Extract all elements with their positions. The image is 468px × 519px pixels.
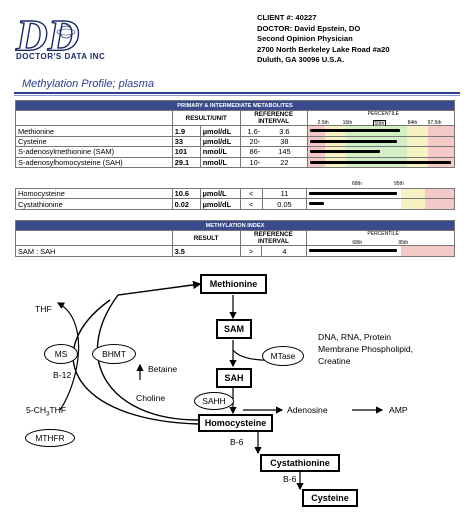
label-methyl-thf: 5-CH3THF <box>26 405 67 418</box>
address-line-1: 2700 North Berkeley Lake Road #a20 <box>257 44 390 54</box>
percentile-bar <box>309 249 397 253</box>
label-betaine: Betaine <box>148 364 178 374</box>
percentile-bar-cell <box>306 198 455 210</box>
pct-label-68: 68th <box>352 181 362 187</box>
box-sah: SAH <box>216 368 252 388</box>
title-rule-light <box>14 95 460 96</box>
percentile-bar <box>309 192 398 195</box>
box-methionine: Methionine <box>200 274 267 294</box>
row-name: S-adenosylhomocysteine (SAH) <box>15 156 173 168</box>
metabolites-band: PRIMARY & INTERMEDIATE METABOLITES <box>15 99 455 112</box>
reference-header: REFERENCE INTERVAL <box>239 110 308 127</box>
row-ref-low: 10- <box>239 156 263 168</box>
percentile-bar <box>309 139 398 143</box>
label-b6-2: B-6 <box>283 474 297 484</box>
client-info: CLIENT #: 40227 DOCTOR: David Epstein, D… <box>257 13 390 66</box>
percentile-bar <box>309 202 325 206</box>
title-rule <box>14 92 460 94</box>
enzyme-bhmt: BHMT <box>92 344 136 364</box>
box-cysteine: Cysteine <box>302 489 358 507</box>
logo-subtitle: DOCTOR'S DATA INC <box>16 52 106 61</box>
enzyme-mthfr: MTHFR <box>25 429 75 447</box>
enzyme-mtase: MTase <box>262 346 304 366</box>
pct-label-95: 95th <box>394 181 404 187</box>
percentile-bar <box>309 150 380 154</box>
box-homocysteine: Homocysteine <box>198 414 273 432</box>
metabolites-table: PRIMARY & INTERMEDIATE METABOLITES RESUL… <box>15 99 456 168</box>
enzyme-sahh: SAHH <box>194 392 234 410</box>
address-line-2: Duluth, GA 30096 U.S.A. <box>257 55 345 65</box>
methylation-band: METHYLATION INDEX <box>15 219 455 232</box>
percentile-bar <box>309 129 401 133</box>
doctor-title: Second Opinion Physician <box>257 34 353 44</box>
label-amp: AMP <box>389 405 408 415</box>
enzyme-ms: MS <box>44 344 78 364</box>
percentile-bar-cell <box>306 156 456 168</box>
box-cystathionine: Cystathionine <box>260 454 340 472</box>
doctors-data-logo: DD <box>14 12 80 58</box>
profile-title: Methylation Profile; plasma <box>22 78 155 90</box>
row-ref-val: 0.05 <box>261 198 308 210</box>
label-choline: Choline <box>136 393 166 403</box>
table-row: SAM : SAH 3.5 > 4 <box>15 245 455 257</box>
label-b12: B-12 <box>53 370 72 380</box>
doctor-name: DOCTOR: David Epstein, DO <box>257 23 361 33</box>
row-unit: µmol/dL <box>199 198 241 210</box>
percentile-bar <box>309 160 452 164</box>
percentile-bar-cell <box>306 146 456 158</box>
box-sam: SAM <box>216 319 252 339</box>
row-ref-val: 4 <box>261 245 308 257</box>
percentile-bar-cell <box>306 245 455 257</box>
client-number: CLIENT #: 40227 <box>257 13 317 22</box>
methylation-index-table: METHYLATION INDEX RESULT REFERENCE INTER… <box>15 219 455 257</box>
label-b6-1: B-6 <box>230 437 244 447</box>
label-adenosine: Adenosine <box>287 405 328 415</box>
label-dna-products: DNA, RNA, Protein Membrane Phospholipid,… <box>318 332 414 366</box>
label-thf: THF <box>35 304 52 314</box>
